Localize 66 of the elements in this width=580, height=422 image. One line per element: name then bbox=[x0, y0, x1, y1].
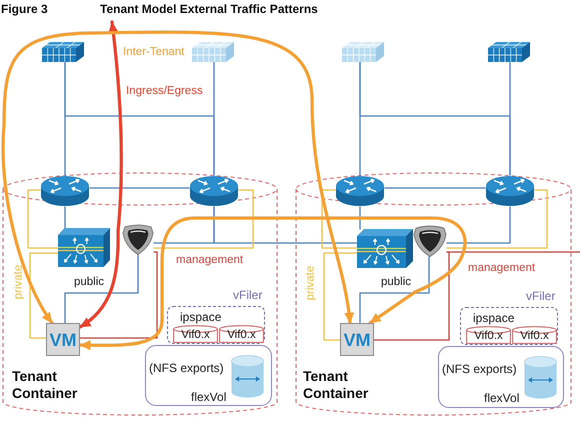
interface-cylinder: Vif0.x bbox=[173, 325, 218, 343]
tenant-container bbox=[2, 172, 278, 416]
network-link bbox=[64, 61, 215, 176]
diagram-title: Tenant Model External Traffic Patterns bbox=[100, 2, 318, 16]
firewall-icon bbox=[488, 42, 530, 62]
edge-label: Inter-Tenant bbox=[123, 46, 184, 59]
group-label: ipspace bbox=[473, 311, 514, 325]
firewall-icon bbox=[42, 42, 84, 62]
router-icon bbox=[335, 175, 385, 207]
switch-icon bbox=[357, 229, 413, 268]
network-link bbox=[213, 206, 358, 244]
edge-label: public bbox=[74, 276, 104, 289]
network-link bbox=[64, 206, 66, 229]
vm-box: VM bbox=[46, 323, 80, 356]
network-link bbox=[153, 189, 254, 249]
shield-icon bbox=[122, 224, 154, 255]
interface-cylinder: Vif0.x bbox=[466, 326, 511, 344]
container-label: Tenant Container bbox=[12, 368, 78, 402]
interface-cylinder: Vif0.x bbox=[219, 325, 264, 343]
ipspace-group bbox=[167, 306, 265, 344]
network-link bbox=[446, 189, 548, 249]
network-link bbox=[373, 251, 450, 341]
volume-label: (NFS exports) bbox=[442, 362, 517, 376]
network-link bbox=[446, 251, 580, 253]
ipspace-group bbox=[460, 307, 558, 345]
container-label: Tenant Container bbox=[303, 368, 370, 402]
network-link bbox=[79, 251, 158, 339]
router-icon bbox=[40, 175, 90, 207]
edge-label: private bbox=[12, 264, 26, 300]
firewall-icon bbox=[342, 42, 384, 62]
edge-label: management bbox=[468, 262, 536, 275]
network-link bbox=[64, 254, 139, 324]
section-label: vFiler bbox=[233, 288, 262, 302]
firewall-icon bbox=[192, 42, 234, 62]
network-link bbox=[359, 61, 511, 176]
network-link bbox=[359, 206, 361, 230]
interface-cylinder: Vif0.x bbox=[512, 326, 557, 344]
volume-box bbox=[438, 346, 564, 408]
network-link bbox=[29, 252, 59, 339]
volume-box bbox=[145, 345, 272, 406]
figure-number: Figure 3 bbox=[1, 2, 48, 16]
network-link bbox=[323, 252, 358, 341]
traffic-arrow bbox=[78, 216, 466, 350]
traffic-arrow bbox=[1, 30, 354, 325]
volume-name: flexVol bbox=[191, 390, 226, 404]
volume-name: flexVol bbox=[484, 391, 520, 405]
edge-label: public bbox=[381, 276, 412, 289]
network-link bbox=[321, 189, 358, 249]
network-link bbox=[446, 206, 511, 244]
network-link bbox=[89, 187, 190, 189]
network-link bbox=[27, 189, 59, 249]
group-label: ipspace bbox=[180, 310, 222, 324]
traffic-arrow bbox=[78, 20, 123, 329]
tenant-container bbox=[295, 172, 572, 416]
router-icon bbox=[189, 175, 239, 207]
vm-box: VM bbox=[340, 323, 374, 356]
edge-label: Ingress/Egress bbox=[126, 85, 203, 98]
edge-label: private bbox=[304, 266, 318, 300]
network-link bbox=[384, 187, 486, 189]
edge-label: management bbox=[176, 254, 244, 267]
volume-label: (NFS exports) bbox=[149, 361, 224, 375]
router-icon bbox=[485, 175, 535, 207]
network-link bbox=[359, 256, 430, 324]
section-label: vFiler bbox=[526, 289, 556, 303]
switch-icon bbox=[58, 228, 110, 267]
shield-icon bbox=[413, 225, 447, 257]
